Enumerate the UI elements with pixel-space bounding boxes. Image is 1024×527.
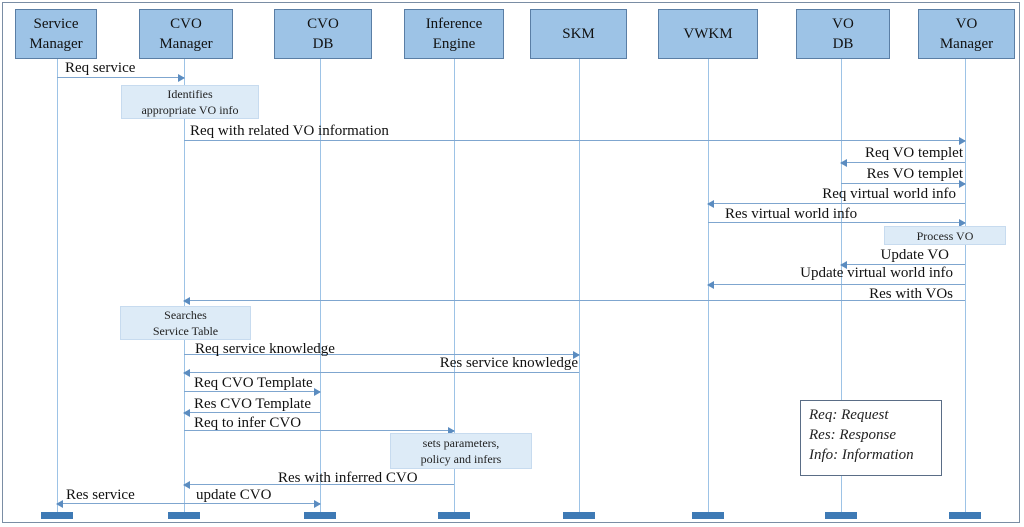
lifeline-vo-manager <box>965 59 966 512</box>
message-label: Req service knowledge <box>195 341 335 357</box>
message-arrow <box>840 261 965 269</box>
lifeline-end-inference-engine <box>438 512 470 519</box>
message-arrow <box>184 427 455 435</box>
lifeline-end-vwkm <box>692 512 724 519</box>
message-arrow <box>707 200 965 208</box>
message-arrow <box>183 369 579 377</box>
lifeline-end-service-manager <box>41 512 73 519</box>
legend-box: Req: Request Res: Response Info: Informa… <box>800 400 942 476</box>
message-label: Res virtual world info <box>725 206 858 222</box>
lifeline-end-vo-manager <box>949 512 981 519</box>
message-label: Update virtual world info <box>800 265 953 281</box>
actor-cvo-manager: CVO Manager <box>139 9 233 59</box>
lifeline-inference-engine <box>454 59 455 512</box>
message-label: Res service knowledge <box>439 355 578 371</box>
message-arrow <box>840 159 965 167</box>
lifeline-vo-db <box>841 59 842 512</box>
actor-vo-manager: VO Manager <box>918 9 1015 59</box>
message-arrow <box>184 137 966 145</box>
message-arrow <box>57 74 185 82</box>
message-label: Req service <box>65 60 136 76</box>
message-label: Res CVO Template <box>194 396 311 412</box>
lifeline-skm <box>579 59 580 512</box>
actor-cvo-db: CVO DB <box>274 9 372 59</box>
note-identifies-vo-info: Identifies appropriate VO info <box>121 85 259 119</box>
message-arrow <box>184 388 321 396</box>
lifeline-end-vo-db <box>825 512 857 519</box>
lifeline-end-cvo-manager <box>168 512 200 519</box>
message-label: Req with related VO information <box>190 123 389 139</box>
message-label: Req virtual world info <box>822 186 956 202</box>
message-arrow <box>183 481 454 489</box>
lifeline-service-manager <box>57 59 58 512</box>
message-label: Req CVO Template <box>194 375 313 391</box>
message-arrow <box>184 500 321 508</box>
actor-inference-engine: Inference Engine <box>404 9 504 59</box>
message-label: Res service <box>66 487 135 503</box>
message-label: Res with VOs <box>869 286 953 302</box>
lifeline-end-skm <box>563 512 595 519</box>
actor-vwkm: VWKM <box>658 9 758 59</box>
message-arrow <box>841 180 966 188</box>
actor-skm: SKM <box>530 9 627 59</box>
message-label: Req to infer CVO <box>194 415 302 431</box>
lifeline-end-cvo-db <box>304 512 336 519</box>
message-label: Res with inferred CVO <box>278 470 418 486</box>
message-label: update CVO <box>196 487 272 503</box>
message-label: Res VO templet <box>866 166 963 182</box>
lifeline-cvo-manager <box>184 59 185 512</box>
message-label: Update VO <box>880 247 949 263</box>
legend-item: Req: Request <box>809 407 889 423</box>
message-arrow <box>56 500 184 508</box>
legend-item: Res: Response <box>809 427 897 443</box>
message-arrow <box>184 351 580 359</box>
message-arrow <box>183 297 965 305</box>
actor-vo-db: VO DB <box>796 9 890 59</box>
message-arrow <box>707 281 965 289</box>
message-label: Req VO templet <box>864 145 963 161</box>
note-sets-parameters: sets parameters, policy and infers <box>390 433 532 469</box>
note-process-vo: Process VO <box>884 226 1006 245</box>
message-arrow <box>183 409 320 417</box>
legend-item: Info: Information <box>809 447 914 463</box>
actor-service-manager: Service Manager <box>15 9 97 59</box>
note-searches-service-table: Searches Service Table <box>120 306 251 340</box>
lifeline-cvo-db <box>320 59 321 512</box>
message-arrow <box>708 219 966 227</box>
